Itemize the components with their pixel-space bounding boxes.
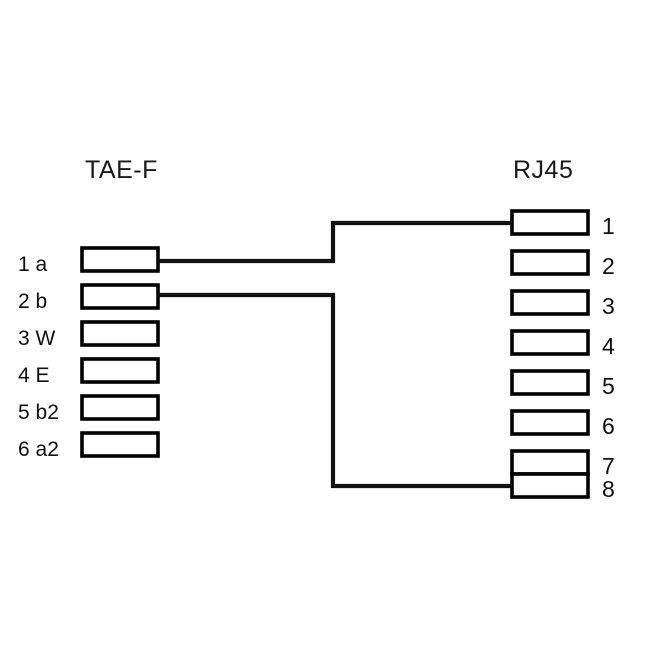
right-pin-1[interactable]: 1	[510, 209, 615, 239]
left-pin-box[interactable]	[80, 394, 160, 421]
right-pin-box[interactable]	[510, 289, 590, 316]
left-pin-label: 4 E	[18, 364, 50, 387]
left-pin-2[interactable]: 2 b	[18, 283, 160, 313]
left-pin-1[interactable]: 1 a	[18, 246, 160, 276]
right-pin-label: 7	[602, 453, 615, 479]
right-connector-title: RJ45	[513, 156, 573, 184]
left-pin-box[interactable]	[80, 320, 160, 347]
left-pin-box[interactable]	[80, 283, 160, 310]
left-pin-3[interactable]: 3 W	[18, 320, 160, 350]
left-pin-label: 3 W	[18, 327, 56, 350]
right-pin-7[interactable]: 7	[510, 449, 615, 479]
left-connector-group: 1 a 2 b 3 W 4 E 5 b2 6 a2	[18, 246, 160, 461]
right-pin-label: 3	[602, 293, 615, 319]
right-pin-label: 4	[602, 333, 615, 359]
right-pin-6[interactable]: 6	[510, 409, 615, 439]
right-pin-box[interactable]	[510, 209, 590, 236]
right-pin-box[interactable]	[510, 249, 590, 276]
right-pin-label: 2	[602, 253, 615, 279]
left-pin-label: 5 b2	[18, 401, 59, 424]
right-pin-3[interactable]: 3	[510, 289, 615, 319]
left-pin-label: 2 b	[18, 290, 47, 313]
wire-2b-to-pin8[interactable]	[158, 292, 512, 489]
left-pin-6[interactable]: 6 a2	[18, 431, 160, 461]
left-pin-label: 1 a	[18, 253, 48, 276]
right-pin-box[interactable]	[510, 329, 590, 356]
right-pin-box[interactable]	[510, 449, 590, 476]
left-pin-box[interactable]	[80, 357, 160, 384]
left-connector-title: TAE-F	[85, 156, 158, 184]
right-pin-5[interactable]: 5	[510, 369, 615, 399]
right-connector-group: 1 2 3 4 5 6	[510, 209, 615, 502]
right-pin-box[interactable]	[510, 472, 590, 499]
left-pin-label: 6 a2	[18, 438, 59, 461]
right-pin-label: 1	[602, 213, 615, 239]
right-pin-label: 8	[602, 476, 615, 502]
right-pin-box[interactable]	[510, 409, 590, 436]
right-pin-8[interactable]: 8	[510, 472, 615, 502]
left-pin-5[interactable]: 5 b2	[18, 394, 160, 424]
right-pin-label: 5	[602, 373, 615, 399]
left-pin-4[interactable]: 4 E	[18, 357, 160, 387]
right-pin-2[interactable]: 2	[510, 249, 615, 279]
wire-1a-to-pin1[interactable]	[158, 220, 512, 264]
right-pin-label: 6	[602, 413, 615, 439]
left-pin-box[interactable]	[80, 431, 160, 458]
left-pin-box[interactable]	[80, 246, 160, 273]
right-pin-box[interactable]	[510, 369, 590, 396]
right-pin-4[interactable]: 4	[510, 329, 615, 359]
